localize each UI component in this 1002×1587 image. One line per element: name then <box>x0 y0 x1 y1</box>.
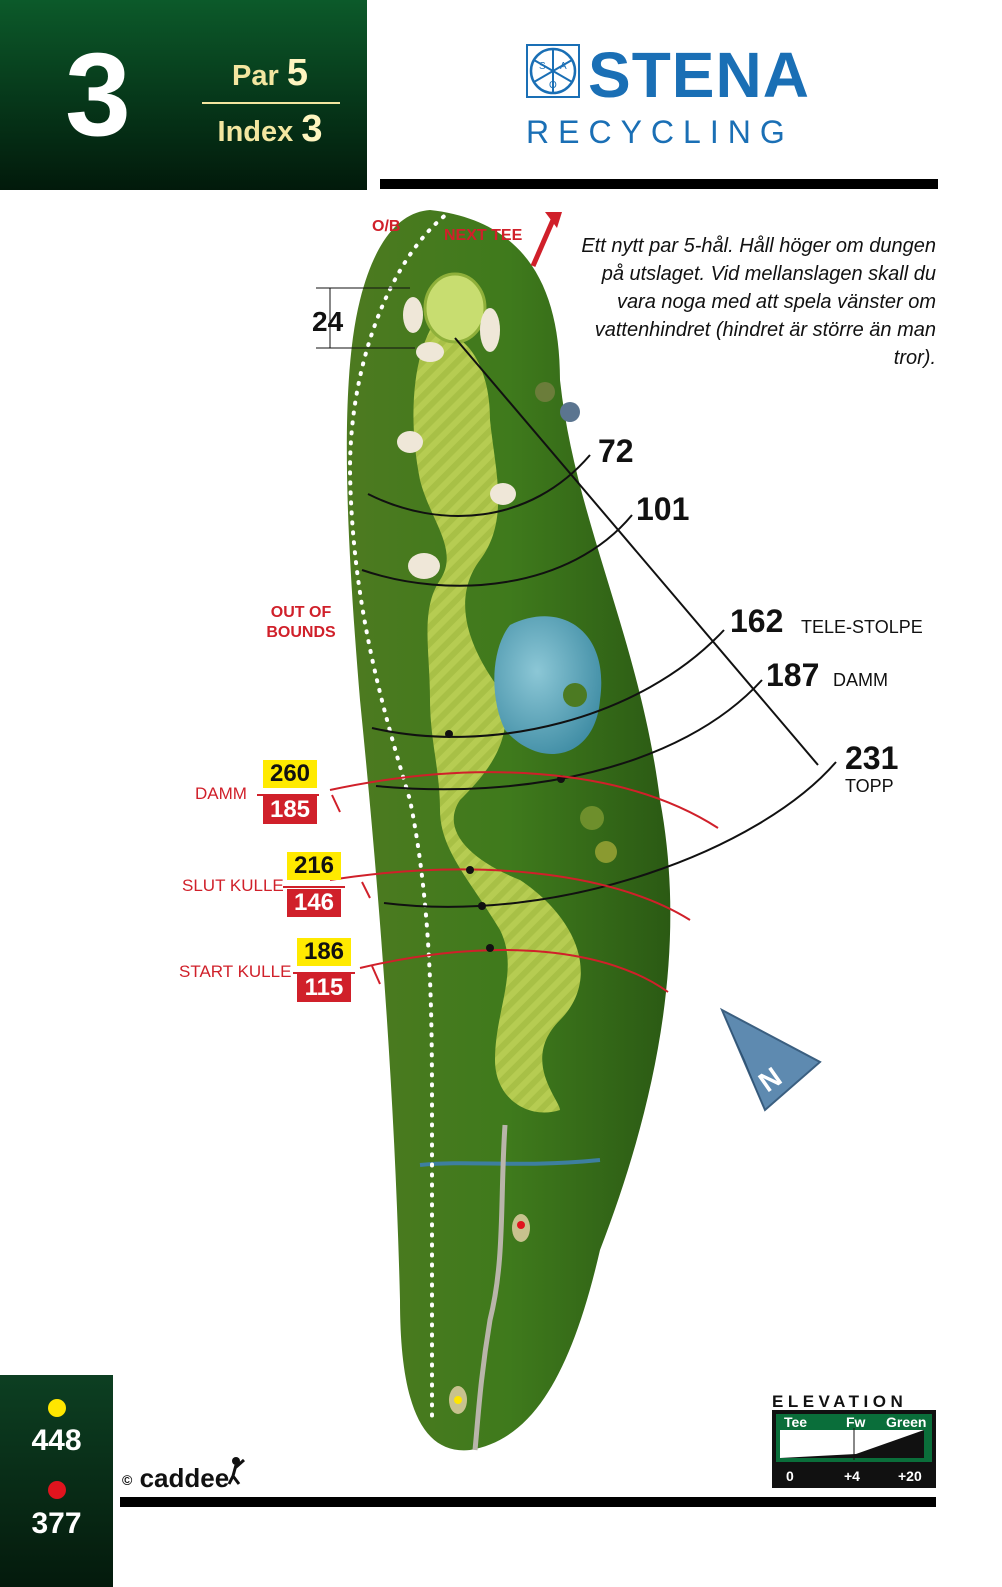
elevation-green-label: Green <box>886 1414 927 1430</box>
oob-line-2: BOUNDS <box>266 624 336 641</box>
index-value: 3 <box>301 108 323 150</box>
green-depth: 24 <box>312 306 344 337</box>
hole-map: N <box>316 203 837 1451</box>
red-tee-icon <box>48 1481 66 1499</box>
next-tee-label: NEXT TEE <box>444 227 523 244</box>
bunker <box>490 483 516 505</box>
hazard-name: DAMM <box>195 784 247 803</box>
elevation-profile <box>780 1428 924 1460</box>
sponsor-subtitle: RECYCLING <box>526 114 794 150</box>
out-of-bounds-label: OUT OF BOUNDS <box>262 603 340 643</box>
distance-231-note: TOPP <box>845 776 894 796</box>
tree <box>595 841 617 863</box>
elevation-title: ELEVATION <box>772 1392 908 1411</box>
bunker <box>397 431 423 453</box>
par-line: Par 5 <box>190 52 350 95</box>
red-tee-length: 377 <box>31 1507 82 1540</box>
green <box>423 272 487 344</box>
elevation-tee-label: Tee <box>784 1414 808 1430</box>
elevation-fw-label: Fw <box>846 1414 866 1430</box>
hazard-yellow-distance: 216 <box>287 852 341 880</box>
yellow-tee-length: 448 <box>31 1424 82 1457</box>
hazard-red-distance: 146 <box>287 889 341 917</box>
elevation-graph: Tee Fw Green 0 +4 +20 <box>772 1410 936 1488</box>
oob-line-1: OUT OF <box>270 604 332 621</box>
tree <box>535 382 555 402</box>
hazard-name: START KULLE <box>179 962 292 981</box>
header-divider <box>202 102 340 104</box>
par-value: 5 <box>286 52 308 94</box>
par-label: Par <box>232 60 279 92</box>
hazard-yellow-distance: 186 <box>297 938 351 966</box>
rough-area <box>346 210 671 1451</box>
stena-emblem-icon: S A O <box>526 44 580 98</box>
elevation-plot-area: Tee Fw Green <box>776 1414 932 1462</box>
distance-guide-line <box>454 337 819 766</box>
golfer-icon <box>227 1457 245 1485</box>
caddee-name: caddee <box>139 1463 230 1493</box>
hole-header <box>0 0 367 190</box>
distance-162-note: TELE-STOLPE <box>801 617 923 637</box>
caddee-credit: © caddee <box>122 1463 229 1494</box>
tree <box>560 402 580 422</box>
bunker <box>403 297 423 333</box>
creek <box>419 1158 601 1167</box>
distance-231: 231 <box>845 740 899 776</box>
cart-path <box>472 1124 508 1451</box>
compass-icon <box>719 1007 822 1112</box>
red-tee-marker <box>517 1221 525 1229</box>
elevation-green-value: +20 <box>898 1468 922 1484</box>
hazard-divider <box>283 886 345 888</box>
hazard-name: SLUT KULLE <box>182 876 284 895</box>
copyright-symbol: © <box>122 1472 133 1489</box>
elevation-tee-value: 0 <box>786 1468 794 1484</box>
bunker <box>480 308 500 352</box>
hole-number: 3 <box>65 29 131 161</box>
tree <box>563 683 587 707</box>
hole-description: Ett nytt par 5-hål. Håll höger om dungen… <box>581 235 936 369</box>
next-tee-arrow-icon <box>530 219 556 267</box>
elevation-fw-value: +4 <box>844 1468 860 1484</box>
distance-162: 162 <box>730 603 784 639</box>
distance-101: 101 <box>636 491 690 527</box>
emblem-letter-a: A <box>560 61 567 72</box>
index-label: Index <box>217 116 294 148</box>
bottom-rule <box>120 1497 936 1507</box>
sponsor-name: STENA <box>588 39 810 111</box>
distance-187-note: DAMM <box>833 670 888 690</box>
yellow-tee-icon <box>48 1399 66 1417</box>
bunker <box>408 553 440 579</box>
hazard-red-distance: 185 <box>263 796 317 824</box>
index-line: Index 3 <box>190 108 350 151</box>
hazard-divider <box>293 972 355 974</box>
emblem-letter-o: O <box>549 80 557 91</box>
top-rule <box>380 179 938 189</box>
bunker <box>416 342 444 362</box>
emblem-letter-s: S <box>539 61 546 72</box>
hazard-divider <box>257 794 319 796</box>
ob-label: O/B <box>372 218 401 235</box>
distance-72: 72 <box>598 433 634 469</box>
fairway <box>413 330 581 1113</box>
yellow-tee-marker <box>454 1396 462 1404</box>
distance-187: 187 <box>766 657 820 693</box>
tree <box>580 806 604 830</box>
hazard-red-distance: 115 <box>297 974 351 1002</box>
out-of-bounds-line <box>347 203 462 1422</box>
hazard-yellow-distance: 260 <box>263 760 317 788</box>
